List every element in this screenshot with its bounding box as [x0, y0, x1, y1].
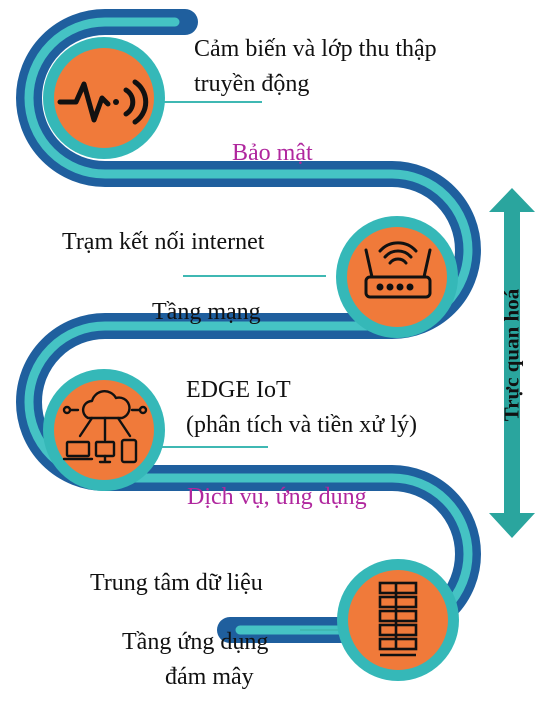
serpentine-track-inner: [24, 17, 473, 635]
visualization-arrow: [489, 188, 535, 538]
security-label: Bảo mật: [232, 140, 313, 166]
layer3-title-line2: (phân tích và tiền xử lý): [186, 412, 417, 438]
layer4-sublabel-line2: đám mây: [165, 664, 254, 690]
layer-circle-sensors: [43, 37, 165, 159]
visualization-label: Trực quan hoá: [499, 288, 524, 422]
layer-circle-datacenter: [337, 559, 459, 681]
layer4-sublabel: Tầng ứng dụng: [122, 629, 269, 655]
cloud-devices-icon: [62, 390, 148, 464]
layer1-title: Cảm biến và lớp thu thập: [194, 36, 437, 62]
wifi-router-icon: [364, 241, 432, 299]
layer2-sublabel: Tầng mạng: [152, 299, 261, 325]
layer1-title-line2: truyền động: [194, 71, 310, 97]
layer-circle-edge: [43, 369, 165, 491]
services-label: Dịch vụ, ứng dụng: [187, 484, 367, 510]
layer-circle-gateway: [336, 216, 458, 338]
signal-pulse-icon: [57, 79, 149, 125]
layer3-title: EDGE IoT: [186, 377, 291, 403]
layer4-title: Trung tâm dữ liệu: [90, 570, 263, 596]
layer2-title: Trạm kết nối internet: [62, 229, 265, 255]
server-rack-icon: [378, 581, 418, 657]
